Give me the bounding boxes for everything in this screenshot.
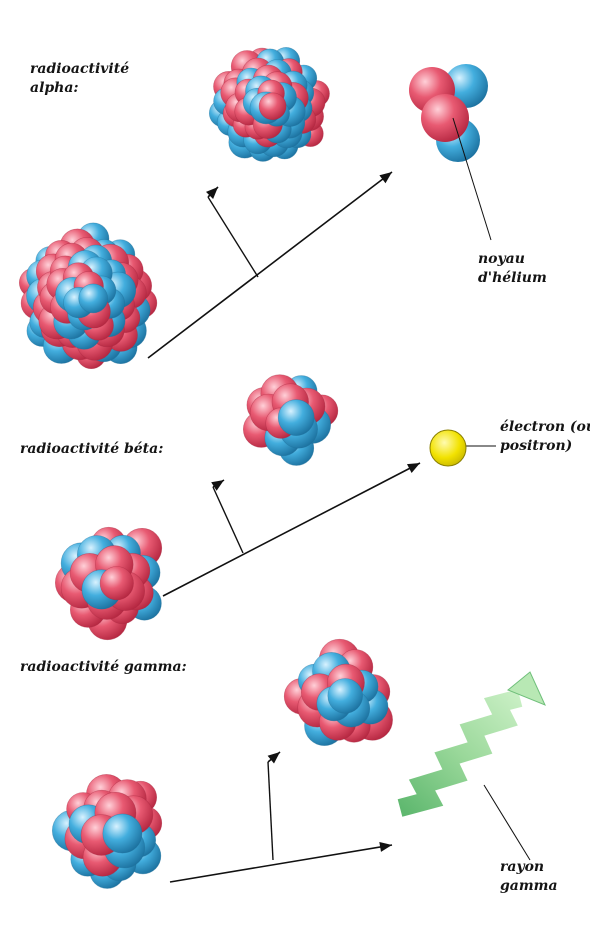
alpha-emission-arrow-head xyxy=(379,172,392,183)
beta-heading: radioactivité béta: xyxy=(20,440,163,459)
beta-branch-line xyxy=(213,487,243,553)
proton-ball xyxy=(421,94,469,142)
products-layer xyxy=(400,430,545,808)
neutron-ball xyxy=(278,400,314,436)
beta-branch-arrow-head xyxy=(211,480,224,491)
neutron-ball xyxy=(79,284,108,313)
beta-parent-nucleus xyxy=(55,527,162,640)
helium-label-line-1: noyau xyxy=(478,250,547,269)
alpha-daughter-nucleus xyxy=(209,47,329,161)
proton-ball xyxy=(259,93,286,120)
gamma-ray xyxy=(400,672,545,808)
gamma-emission-arrow xyxy=(170,842,392,882)
gamma-label-line-1: rayon xyxy=(500,858,558,877)
beta-emission-arrow-shaft xyxy=(163,463,420,596)
helium-nucleus-label: noyau d'hélium xyxy=(478,250,547,288)
proton-ball xyxy=(100,567,133,600)
gamma-ray-label: rayon gamma xyxy=(500,858,558,896)
beta-emission-arrow xyxy=(163,463,420,596)
gamma-heading: radioactivité gamma: xyxy=(20,658,187,677)
gamma-heading-line-1: radioactivité gamma: xyxy=(20,658,187,677)
neutron-ball xyxy=(103,814,142,853)
gamma-ray-zigzag xyxy=(400,698,520,808)
neutron-ball xyxy=(328,679,363,714)
alpha-emission-arrow-shaft xyxy=(148,172,392,358)
electron-label-line-1: électron (ou xyxy=(500,418,590,437)
nuclei-layer xyxy=(19,47,488,888)
gamma-daughter-nucleus xyxy=(284,639,392,745)
alpha-branch-line-vertical xyxy=(208,197,258,277)
arrows-layer xyxy=(148,118,530,882)
alpha-parent-nucleus xyxy=(19,223,157,369)
electron-ball xyxy=(430,430,466,466)
gamma-label-line-2: gamma xyxy=(500,877,558,896)
helium-label-line-2: d'hélium xyxy=(478,269,547,288)
gamma-parent-nucleus xyxy=(52,774,161,888)
helium-nucleus xyxy=(409,64,488,162)
alpha-heading-line-1: radioactivité xyxy=(30,60,129,79)
alpha-heading-line-2: alpha: xyxy=(30,79,129,98)
beta-daughter-nucleus xyxy=(243,375,338,466)
alpha-emission-arrow xyxy=(148,172,392,358)
gamma-emission-arrow-head xyxy=(379,842,392,852)
beta-branch-arrow xyxy=(211,480,224,491)
gamma-branch-line xyxy=(268,762,273,860)
gamma-branch-arrow xyxy=(268,752,280,764)
beta-heading-line-1: radioactivité béta: xyxy=(20,440,163,459)
electron-label-line-2: positron) xyxy=(500,437,590,456)
gamma-leader-line xyxy=(484,785,530,860)
electron-label: électron (ou positron) xyxy=(500,418,590,456)
alpha-heading: radioactivité alpha: xyxy=(30,60,129,98)
gamma-emission-arrow-shaft xyxy=(170,845,392,882)
